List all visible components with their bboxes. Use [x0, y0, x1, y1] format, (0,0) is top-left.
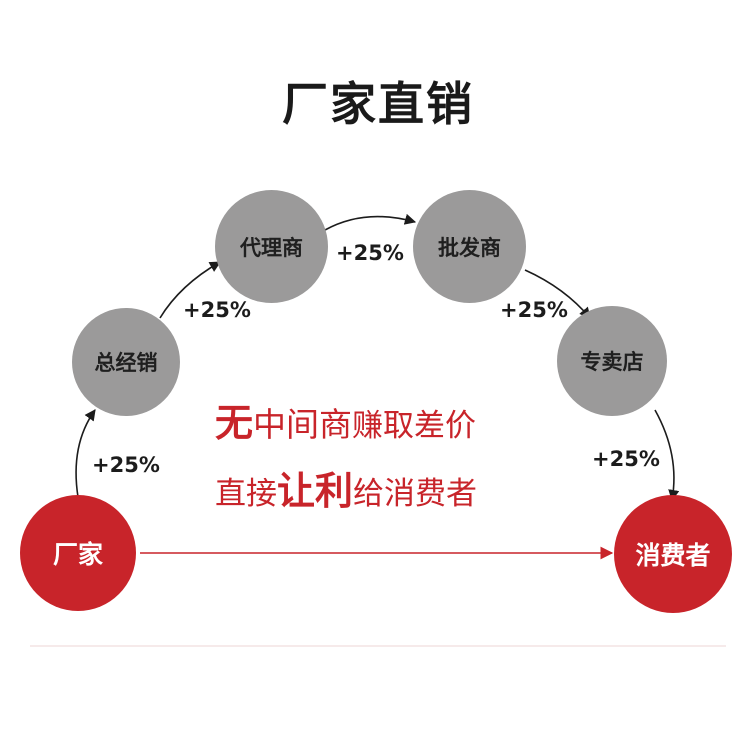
- slogan-benefit: 利: [315, 469, 354, 513]
- slogan-to-consumers: 给消费者: [353, 476, 478, 512]
- node-wholesaler-label: 批发商: [438, 235, 501, 260]
- arrow-store-to-consumer: [654, 409, 680, 502]
- markup-wholesaler-to-store: +25%: [500, 298, 568, 322]
- node-factory: 厂家: [20, 495, 136, 611]
- markup-distributor-to-agent: +25%: [183, 298, 251, 322]
- node-distributor: 总经销: [72, 308, 180, 416]
- node-agent: 代理商: [215, 190, 328, 303]
- markup-store-to-consumer: +25%: [592, 447, 660, 471]
- slogan-line-1: 无中间商赚取差价: [215, 392, 476, 447]
- slogan-give: 让: [277, 469, 316, 513]
- bottom-divider: [30, 645, 726, 647]
- slogan-line-2: 直接让利给消费者: [215, 460, 477, 515]
- arrow-distributor-to-agent: [159, 261, 221, 319]
- slogan-intermediary: 中间商: [253, 405, 353, 444]
- node-factory-label: 厂家: [52, 540, 103, 569]
- markup-factory-to-distributor: +25%: [92, 453, 160, 477]
- arrow-agent-to-wholesaler: [324, 213, 417, 231]
- node-store: 专卖店: [557, 306, 667, 416]
- page-title: 厂家直销: [282, 77, 474, 131]
- slogan-profit-margin: 赚取差价: [352, 408, 477, 444]
- node-agent-label: 代理商: [240, 235, 303, 260]
- slogan-no: 无: [215, 401, 254, 445]
- markup-agent-to-wholesaler: +25%: [336, 241, 404, 265]
- node-consumer-label: 消费者: [635, 541, 711, 570]
- node-store-label: 专卖店: [580, 350, 644, 374]
- node-consumer: 消费者: [614, 495, 732, 613]
- slogan-directly: 直接: [215, 476, 277, 512]
- node-distributor-label: 总经销: [94, 351, 158, 375]
- node-wholesaler: 批发商: [413, 190, 526, 303]
- arrow-factory-to-distributor: [75, 409, 96, 498]
